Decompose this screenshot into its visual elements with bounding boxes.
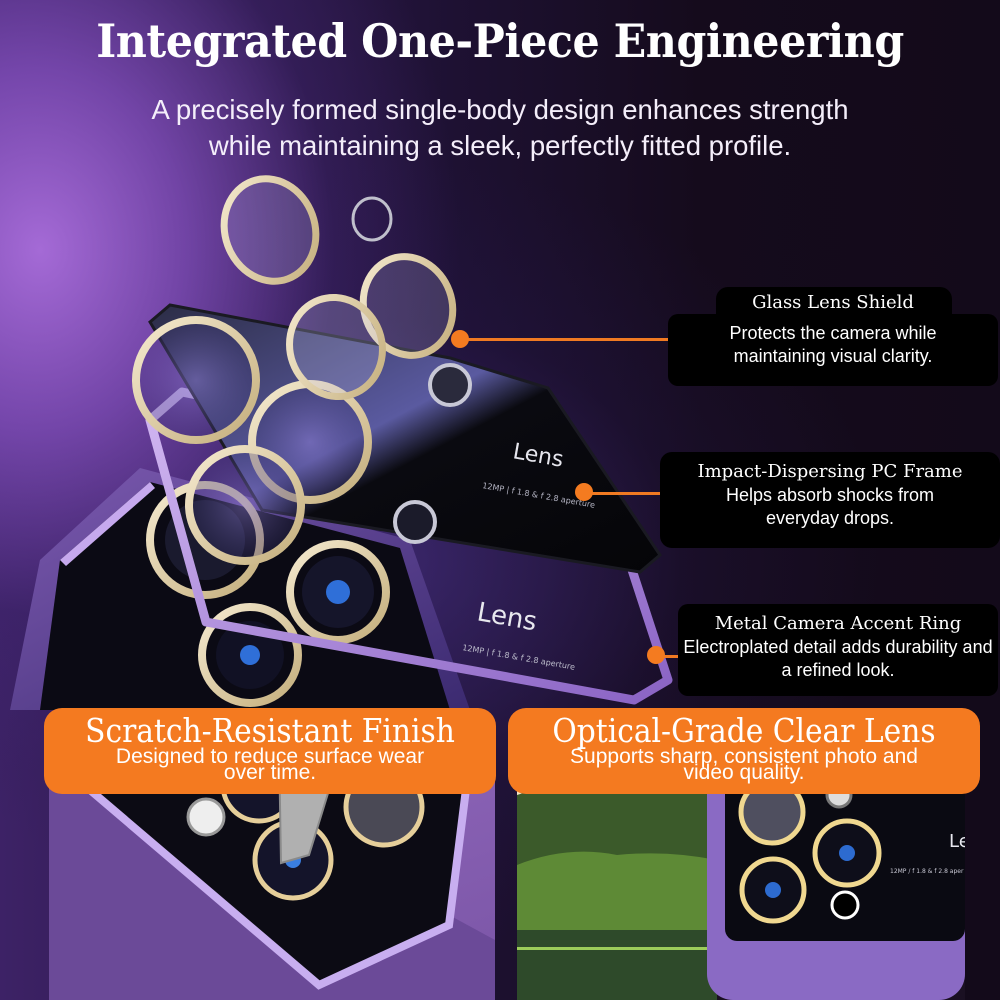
callout-text: Protects the camera while maintaining vi… bbox=[729, 323, 937, 366]
subtitle-line-1: A precisely formed single-body design en… bbox=[151, 94, 849, 125]
callout-impact-dispersing-pc-frame: Impact-Dispersing PC Frame Helps absorb … bbox=[660, 452, 1000, 548]
subtitle-line-2: while maintaining a sleek, perfectly fit… bbox=[208, 130, 792, 161]
callout-dot-3 bbox=[647, 646, 665, 664]
svg-text:Len: Len bbox=[949, 831, 965, 852]
callout-leader-line-3 bbox=[656, 655, 682, 658]
glass-lens-shield: Lens 12MP | f 1.8 & f 2.8 aperture bbox=[132, 303, 662, 574]
feature-badge-scratch-resistant: Scratch-Resistant Finish Designed to red… bbox=[44, 708, 496, 794]
feature-text-line-2: over time. bbox=[223, 761, 317, 784]
callout-glass-lens-shield: Glass Lens Shield Protects the camera wh… bbox=[668, 292, 998, 386]
callout-leader-line-2 bbox=[584, 492, 664, 495]
feature-text-line-1: Designed to reduce surface wear bbox=[115, 745, 425, 768]
callout-title: Impact-Dispersing PC Frame bbox=[697, 461, 963, 482]
metal-accent-rings bbox=[220, 175, 457, 401]
feature-text-line-1: Supports sharp, consistent photo and bbox=[570, 745, 918, 768]
callout-title: Metal Camera Accent Ring bbox=[714, 613, 962, 634]
callout-text: Electroplated detail adds durability and… bbox=[683, 637, 993, 680]
feature-badge-optical-grade: Optical-Grade Clear Lens Supports sharp,… bbox=[508, 708, 980, 794]
svg-text:12MP / f 1.8 & f 2.8 aper: 12MP / f 1.8 & f 2.8 aper bbox=[890, 868, 964, 875]
feature-title: Optical-Grade Clear Lens bbox=[552, 711, 936, 750]
callout-metal-camera-accent-ring: Metal Camera Accent Ring Electroplated d… bbox=[678, 604, 998, 696]
feature-text-line-2: video quality. bbox=[683, 761, 805, 784]
callout-text: Helps absorb shocks from everyday drops. bbox=[725, 485, 935, 528]
page-title: Integrated One-Piece Engineering bbox=[96, 14, 904, 68]
callout-dot-2 bbox=[575, 483, 593, 501]
svg-text:Lens: Lens bbox=[475, 597, 539, 637]
callout-dot-1 bbox=[451, 330, 469, 348]
callout-title: Glass Lens Shield bbox=[752, 292, 914, 313]
feature-title: Scratch-Resistant Finish bbox=[85, 711, 455, 750]
callout-leader-line-1 bbox=[460, 338, 670, 341]
exploded-lens-protector-illustration: Lens 12MP | f 1.8 & f 2.8 aperture Lens … bbox=[10, 175, 673, 710]
page-subtitle: A precisely formed single-body design en… bbox=[0, 92, 1000, 164]
